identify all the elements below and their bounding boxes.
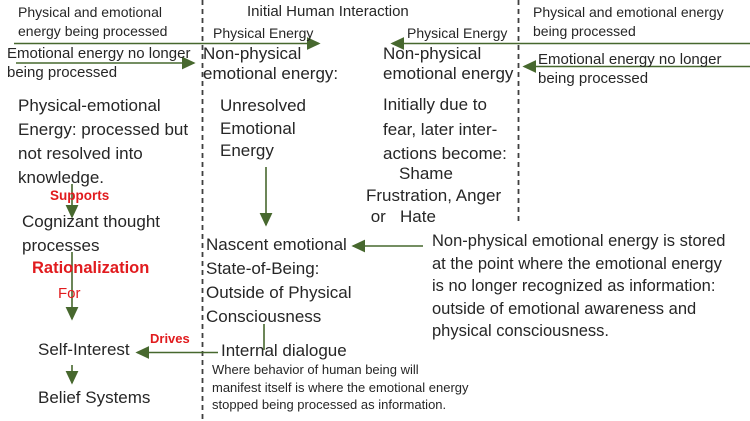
center-non-physical-heading: Non-physical emotional energy: (203, 44, 339, 83)
supports-label: Supports (50, 188, 110, 203)
rc-initially-text: Initially due to fear, later inter- acti… (383, 95, 507, 163)
belief-systems-text: Belief Systems (38, 388, 151, 407)
center-physical-energy-label: Physical Energy (213, 25, 314, 41)
drives-label: Drives (150, 331, 190, 346)
internal-dialogue-text: Internal dialogue (221, 341, 347, 360)
internal-dialogue-note: Where behavior of human being will manif… (212, 362, 469, 412)
left-energy-processed-label: Physical and emotional energy being proc… (18, 4, 168, 39)
left-energy-no-longer-label: Emotional energy no longer being process… (7, 45, 191, 81)
rationalization-label: Rationalization (32, 259, 150, 277)
left-body-text: Physical-emotional Energy: processed but… (18, 96, 189, 187)
rc-physical-energy-label: Physical Energy (407, 25, 508, 41)
self-interest-text: Self-Interest (38, 340, 130, 359)
unresolved-emotional-energy-text: Unresolved Emotional Energy (220, 96, 306, 160)
nascent-state-text: Nascent emotional State-of-Being: Outsid… (206, 235, 352, 326)
initial-human-interaction-title: Initial Human Interaction (247, 3, 409, 20)
for-label: For (58, 285, 81, 302)
rc-emotions-text: Shame Frustration, Anger or Hate (366, 164, 502, 226)
right-energy-processed-label: Physical and emotional energy being proc… (533, 4, 724, 39)
right-energy-no-longer-label: Emotional energy no longer being process… (538, 51, 722, 87)
rc-non-physical-heading: Non-physical emotional energy (383, 44, 514, 83)
stored-energy-note: Non-physical emotional energy is stored … (432, 232, 726, 340)
cognizant-thought-text: Cognizant thought processes (22, 212, 160, 255)
